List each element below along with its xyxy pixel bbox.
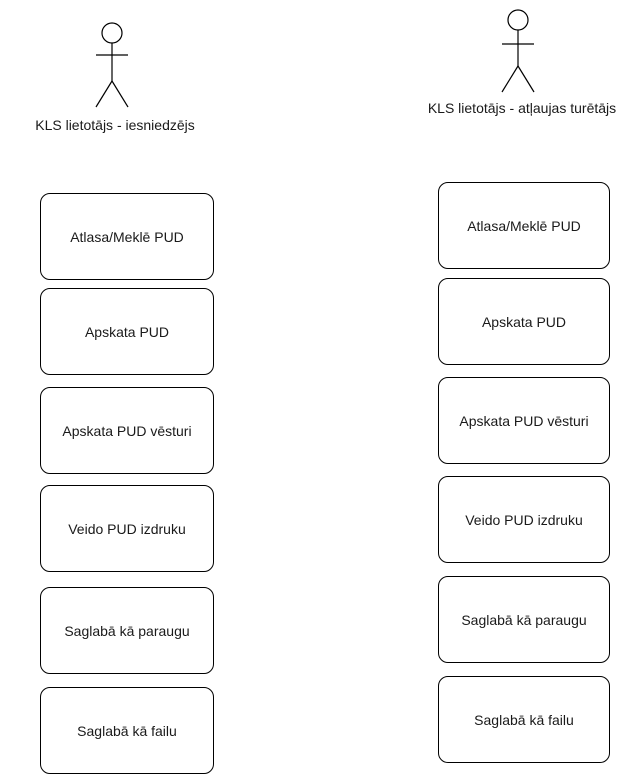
usecase-right-apskata[interactable]: Apskata PUD bbox=[438, 278, 610, 365]
usecase-right-izdruka[interactable]: Veido PUD izdruku bbox=[438, 476, 610, 563]
actor-iesniedzejs-icon bbox=[95, 22, 129, 108]
usecase-left-vesture[interactable]: Apskata PUD vēsturi bbox=[40, 387, 214, 474]
usecase-left-atlasa[interactable]: Atlasa/Meklē PUD bbox=[40, 193, 214, 280]
usecase-left-izdruka[interactable]: Veido PUD izdruku bbox=[40, 485, 214, 572]
actor-label-iesniedzejs: KLS lietotājs - iesniedzējs bbox=[35, 117, 195, 133]
usecase-right-atlasa[interactable]: Atlasa/Meklē PUD bbox=[438, 182, 610, 269]
usecase-left-fails[interactable]: Saglabā kā failu bbox=[40, 687, 214, 774]
usecase-left-apskata[interactable]: Apskata PUD bbox=[40, 288, 214, 375]
usecase-right-paraugs[interactable]: Saglabā kā paraugu bbox=[438, 576, 610, 663]
actor-turetajs-icon bbox=[501, 9, 535, 93]
usecase-right-vesture[interactable]: Apskata PUD vēsturi bbox=[438, 377, 610, 464]
actor-label-turetajs: KLS lietotājs - atļaujas turētājs bbox=[427, 100, 617, 116]
usecase-left-paraugs[interactable]: Saglabā kā paraugu bbox=[40, 587, 214, 674]
usecase-right-fails[interactable]: Saglabā kā failu bbox=[438, 676, 610, 763]
